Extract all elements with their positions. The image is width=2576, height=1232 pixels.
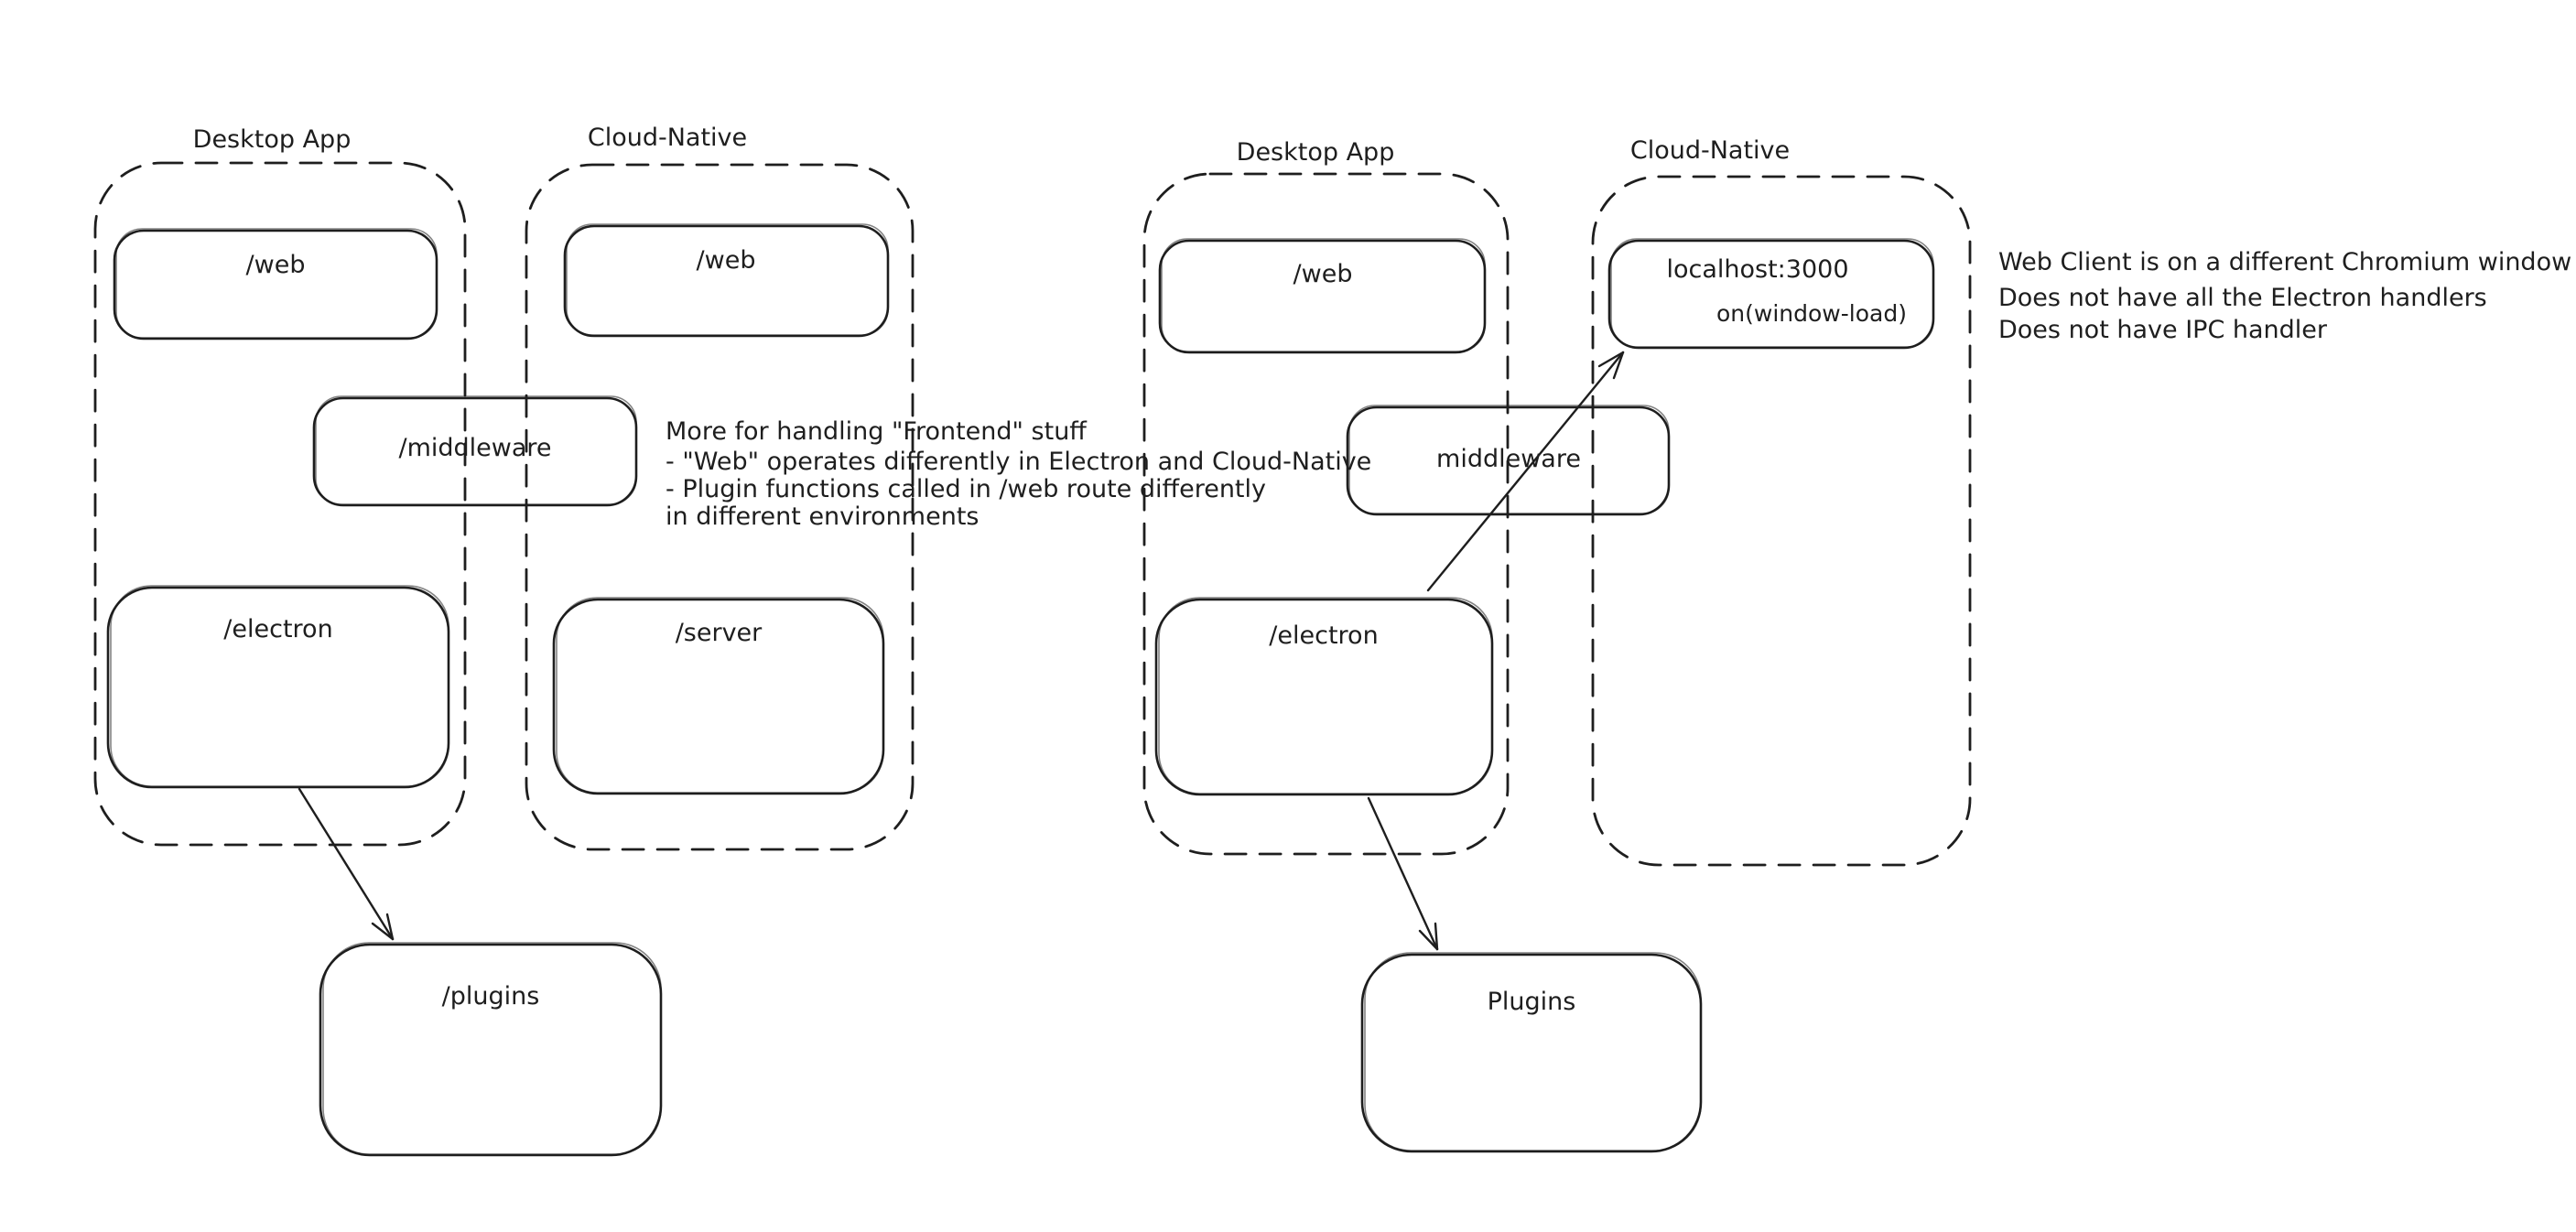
electron-box-right-label: /electron xyxy=(1269,621,1378,650)
arrowhead-stroke xyxy=(1612,351,1625,380)
arrow-electron-to-plugins-right xyxy=(1367,796,1439,951)
plugins-box-right: Plugins xyxy=(1360,952,1703,1153)
green-note-line-1: More for handling "Frontend" stuff xyxy=(666,417,1088,446)
arrowhead-stroke xyxy=(1418,929,1439,951)
middleware-box-right-label: middleware xyxy=(1436,445,1581,473)
arrow-electron-to-plugins-left xyxy=(298,787,395,941)
plugins-box-left-label: /plugins xyxy=(442,982,540,1010)
green-note-line-3: - Plugin functions called in /web route … xyxy=(666,475,1266,503)
green-note-line-4: in different environments xyxy=(666,503,979,531)
electron-box-left: /electron xyxy=(106,585,450,789)
server-box-left: /server xyxy=(552,597,885,795)
plugins-box-left: /plugins xyxy=(319,942,663,1157)
desktop-app-label-right: Desktop App xyxy=(1237,138,1395,167)
web-box-left-desktop-label: /web xyxy=(246,251,306,279)
web-box-left-cloud: /web xyxy=(563,223,890,338)
arrowhead-stroke xyxy=(1597,351,1625,368)
window-load-handler-label: on(window-load) xyxy=(1716,300,1907,327)
arrowhead-stroke xyxy=(1434,922,1439,951)
red-note-right: Web Client is on a different Chromium wi… xyxy=(1998,248,2571,344)
red-note-line-3: Does not have IPC handler xyxy=(1998,316,2328,344)
desktop-app-label-left: Desktop App xyxy=(193,125,352,154)
arrowhead-stroke xyxy=(385,913,395,941)
web-box-right-label: /web xyxy=(1293,260,1353,288)
middleware-box-right: middleware xyxy=(1346,405,1671,516)
web-box-left-cloud-label: /web xyxy=(697,246,756,275)
electron-box-left-label: /electron xyxy=(223,615,332,643)
localhost-box-label: localhost:3000 xyxy=(1666,255,1848,284)
middleware-box-left-label: /middleware xyxy=(398,434,551,462)
server-box-left-label: /server xyxy=(676,619,763,647)
cloud-native-container-left xyxy=(525,163,915,851)
arrow-electron-to-localhost-right xyxy=(1426,351,1625,592)
arrowhead-stroke xyxy=(371,922,395,941)
middleware-box-left: /middleware xyxy=(312,395,638,507)
red-note-line-2: Does not have all the Electron handlers xyxy=(1998,284,2487,312)
web-box-left-desktop: /web xyxy=(113,228,438,340)
desktop-app-container-left xyxy=(93,161,467,847)
green-note-line-2: - "Web" operates differently in Electron… xyxy=(666,448,1371,476)
plugins-box-right-label: Plugins xyxy=(1488,988,1576,1016)
cloud-native-label-right: Cloud-Native xyxy=(1630,136,1790,165)
green-note-left: More for handling "Frontend" stuff - "We… xyxy=(666,417,1371,531)
cloud-native-label-left: Cloud-Native xyxy=(588,124,747,152)
cloud-native-container-right xyxy=(1591,175,1972,867)
electron-box-right: /electron xyxy=(1154,597,1494,796)
web-box-right: /web xyxy=(1158,238,1487,354)
red-note-line-1: Web Client is on a different Chromium wi… xyxy=(1998,248,2571,276)
localhost-box-right: localhost:3000 on(window-load) xyxy=(1607,238,1935,350)
